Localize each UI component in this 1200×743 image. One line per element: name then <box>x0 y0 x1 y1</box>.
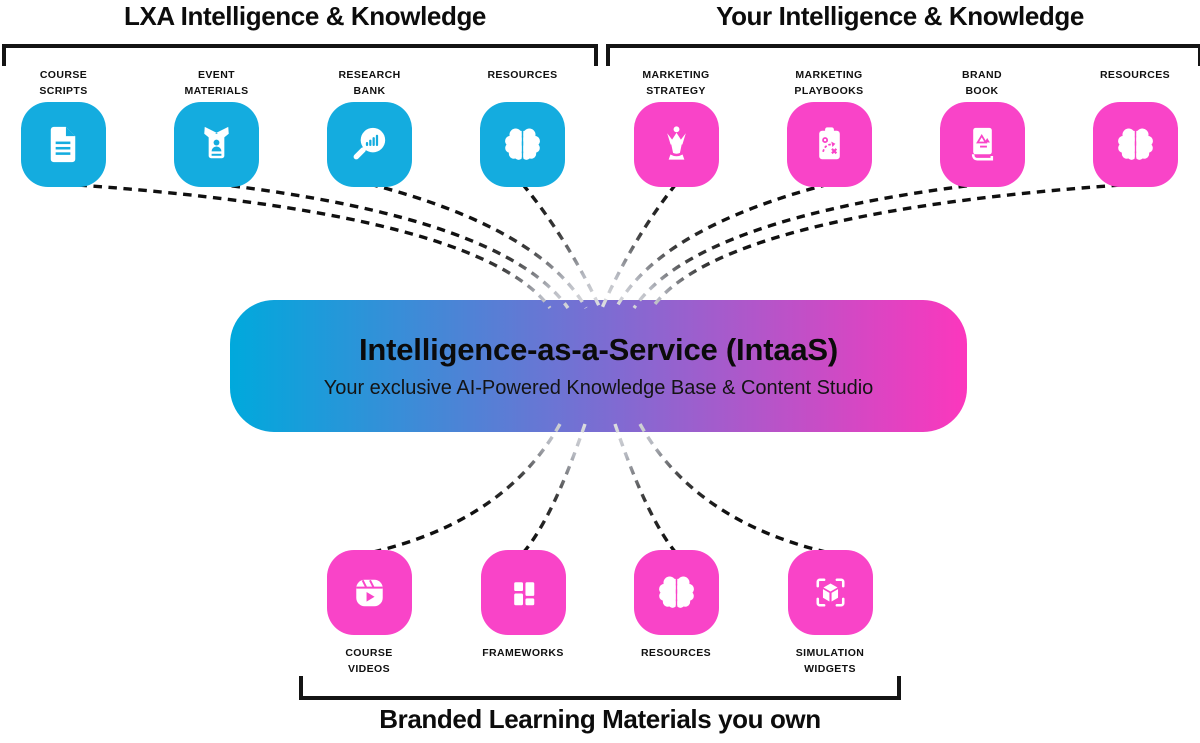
item-simulation-widgets: SIMULATION WIDGETS <box>754 550 907 678</box>
bracket-top-left <box>2 44 598 66</box>
tile <box>21 102 106 187</box>
search-analytics-icon <box>353 127 386 160</box>
item-event-materials: EVENT MATERIALS <box>140 68 293 187</box>
tile <box>480 102 565 187</box>
item-label: MARKETING STRATEGY <box>642 69 710 97</box>
tile <box>633 550 719 635</box>
tile <box>174 102 259 187</box>
item-label: FRAMEWORKS <box>482 647 564 659</box>
brain-icon <box>658 576 694 608</box>
brain-icon <box>505 128 540 160</box>
item-marketing-playbooks: MARKETING PLAYBOOKS <box>753 68 906 187</box>
item-marketing-strategy: MARKETING STRATEGY <box>600 68 753 187</box>
document-icon <box>50 126 76 163</box>
section-title-branded: Branded Learning Materials you own <box>379 704 821 734</box>
tile <box>787 550 873 635</box>
tile <box>786 102 872 187</box>
video-reels-icon <box>355 579 383 607</box>
item-label: MARKETING PLAYBOOKS <box>794 69 864 97</box>
item-label: SIMULATION WIDGETS <box>795 647 865 675</box>
item-label: RESEARCH BANK <box>338 69 401 97</box>
item-research-bank: RESEARCH BANK <box>293 68 446 187</box>
item-resources-branded: RESOURCES <box>600 550 753 662</box>
item-label: COURSE SCRIPTS <box>39 69 88 97</box>
bracket-bottom <box>299 676 901 700</box>
item-resources-lxa: RESOURCES <box>446 68 599 187</box>
id-badge-icon <box>204 126 229 159</box>
item-label: BRAND BOOK <box>962 69 1002 97</box>
tile <box>1092 102 1178 187</box>
tile <box>480 550 566 635</box>
chess-queen-icon <box>666 126 686 160</box>
simulation-cube-icon <box>815 578 845 607</box>
item-label: RESOURCES <box>640 647 712 659</box>
tile <box>326 550 412 635</box>
item-resources-your: RESOURCES <box>1059 68 1200 187</box>
item-label: COURSE VIDEOS <box>345 647 393 675</box>
tile <box>633 102 719 187</box>
tile <box>939 102 1025 187</box>
section-title-your: Your Intelligence & Knowledge <box>716 1 1084 31</box>
intaas-hub: Intelligence-as-a-Service (IntaaS) Your … <box>230 300 967 432</box>
item-label: RESOURCES <box>1099 69 1171 81</box>
frameworks-grid-icon <box>513 582 534 606</box>
item-brand-book: BRAND BOOK <box>906 68 1059 187</box>
item-course-scripts: COURSE SCRIPTS <box>0 68 140 187</box>
strategy-clipboard-icon <box>818 127 840 160</box>
hub-subtitle: Your exclusive AI-Powered Knowledge Base… <box>323 377 874 399</box>
item-course-videos: COURSE VIDEOS <box>293 550 446 678</box>
hub-title: Intelligence-as-a-Service (IntaaS) <box>358 332 839 367</box>
item-label: RESOURCES <box>487 69 558 81</box>
tile <box>327 102 412 187</box>
item-frameworks: FRAMEWORKS <box>447 550 600 662</box>
bracket-top-right <box>606 44 1200 66</box>
brain-icon <box>1117 128 1153 160</box>
brand-book-icon <box>971 127 993 161</box>
item-label: EVENT MATERIALS <box>184 69 249 97</box>
section-title-lxa: LXA Intelligence & Knowledge <box>124 1 486 31</box>
